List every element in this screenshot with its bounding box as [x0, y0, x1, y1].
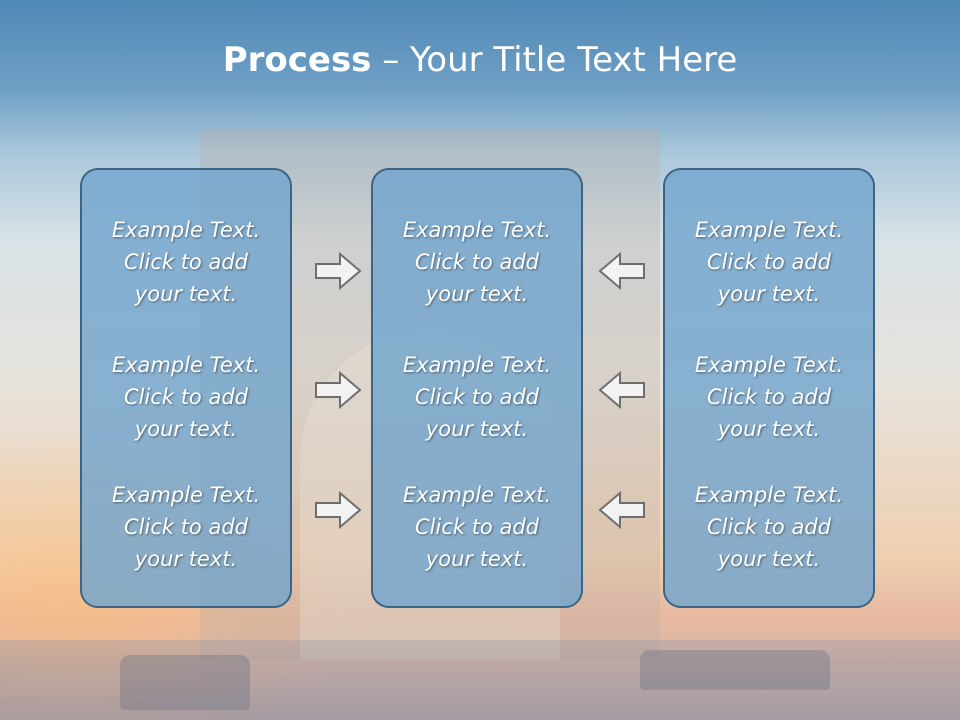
text-line: your text.	[134, 417, 238, 441]
text-line: Example Text.	[111, 218, 261, 242]
title-rest-part: – Your Title Text Here	[371, 40, 738, 80]
text-line: Click to add	[123, 250, 248, 274]
text-line: Example Text.	[694, 483, 844, 507]
text-placeholder[interactable]: Example Text. Click to add your text.	[373, 349, 581, 445]
title-bold-part: Process	[222, 40, 372, 80]
text-line: your text.	[425, 282, 529, 306]
arrow-right-icon[interactable]	[314, 251, 362, 291]
text-line: Click to add	[706, 515, 831, 539]
car-backdrop	[640, 650, 830, 690]
arrow-left-icon[interactable]	[598, 370, 646, 410]
process-box-left[interactable]: Example Text. Click to add your text. Ex…	[80, 168, 292, 608]
text-line: your text.	[717, 417, 821, 441]
text-line: Click to add	[414, 515, 539, 539]
text-line: Click to add	[706, 385, 831, 409]
text-placeholder[interactable]: Example Text. Click to add your text.	[373, 214, 581, 310]
text-placeholder[interactable]: Example Text. Click to add your text.	[82, 214, 290, 310]
text-line: your text.	[717, 547, 821, 571]
text-line: Example Text.	[402, 483, 552, 507]
text-line: your text.	[425, 547, 529, 571]
text-line: Example Text.	[402, 353, 552, 377]
text-placeholder[interactable]: Example Text. Click to add your text.	[82, 479, 290, 575]
text-placeholder[interactable]: Example Text. Click to add your text.	[82, 349, 290, 445]
arrow-right-icon[interactable]	[314, 370, 362, 410]
text-placeholder[interactable]: Example Text. Click to add your text.	[373, 479, 581, 575]
text-line: your text.	[717, 282, 821, 306]
text-placeholder[interactable]: Example Text. Click to add your text.	[665, 214, 873, 310]
text-line: Example Text.	[111, 483, 261, 507]
arrow-left-icon[interactable]	[598, 490, 646, 530]
arrow-left-icon[interactable]	[598, 251, 646, 291]
text-line: Click to add	[123, 385, 248, 409]
street-backdrop	[0, 640, 960, 720]
process-box-right[interactable]: Example Text. Click to add your text. Ex…	[663, 168, 875, 608]
slide-title[interactable]: Process – Your Title Text Here	[0, 40, 960, 80]
text-line: your text.	[134, 547, 238, 571]
text-line: Click to add	[706, 250, 831, 274]
text-line: Click to add	[123, 515, 248, 539]
car-backdrop	[120, 655, 250, 710]
text-line: Example Text.	[694, 353, 844, 377]
text-line: your text.	[425, 417, 529, 441]
arrow-right-icon[interactable]	[314, 490, 362, 530]
text-line: Click to add	[414, 250, 539, 274]
process-box-center[interactable]: Example Text. Click to add your text. Ex…	[371, 168, 583, 608]
text-line: Example Text.	[402, 218, 552, 242]
text-line: Example Text.	[694, 218, 844, 242]
text-line: your text.	[134, 282, 238, 306]
text-line: Example Text.	[111, 353, 261, 377]
text-line: Click to add	[414, 385, 539, 409]
text-placeholder[interactable]: Example Text. Click to add your text.	[665, 479, 873, 575]
text-placeholder[interactable]: Example Text. Click to add your text.	[665, 349, 873, 445]
